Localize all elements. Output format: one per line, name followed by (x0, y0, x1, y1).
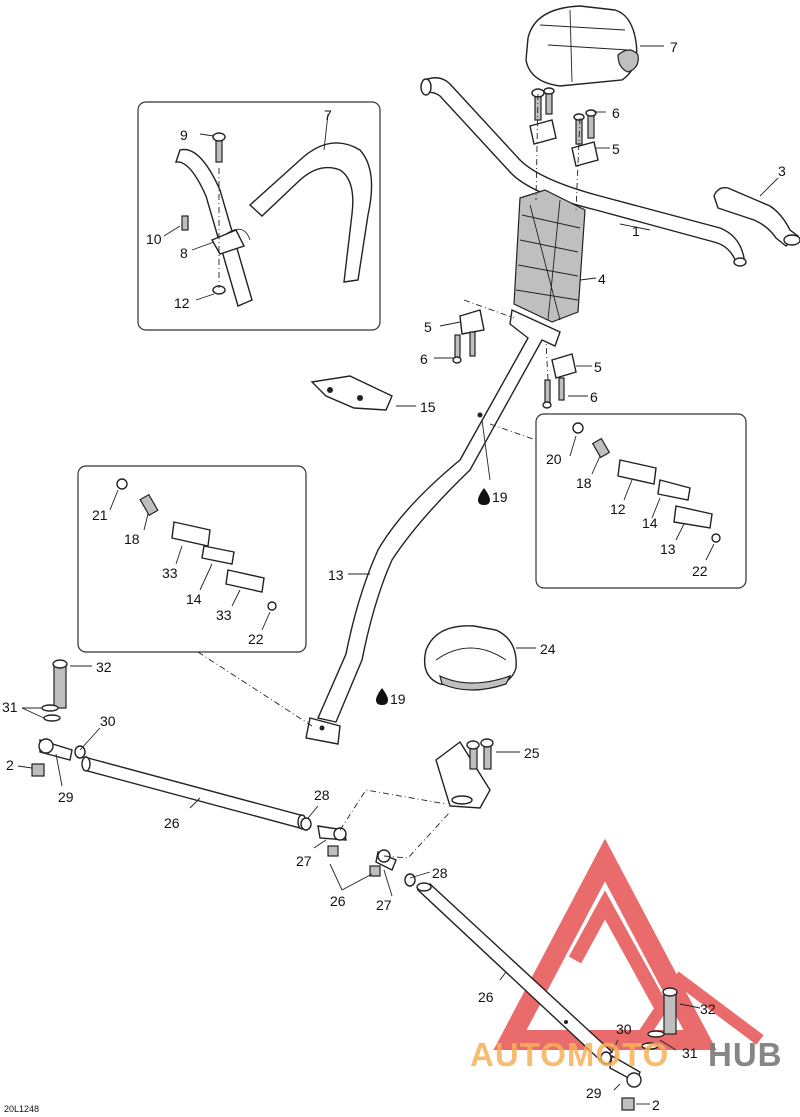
riser-block (513, 189, 586, 323)
callout-31: 31 (682, 1045, 698, 1061)
riser-clamp-lower (452, 309, 577, 409)
oil-drop-icon (478, 488, 490, 505)
callout-1: 1 (632, 223, 640, 239)
callout-10: 9 (180, 127, 188, 143)
callout-15: 14 (642, 515, 658, 531)
callout-29: 29 (586, 1085, 602, 1101)
callout-2: 2 (6, 757, 14, 773)
callout-12: 12 (174, 295, 190, 311)
tie-rod-upper (81, 756, 307, 830)
callout-14: 12 (610, 501, 626, 517)
callout-28: 28 (432, 865, 448, 881)
callout-4: 4 (598, 271, 606, 287)
callout-30: 30 (616, 1021, 632, 1037)
callout-22: 22 (248, 631, 264, 647)
callout-30: 30 (100, 713, 116, 729)
callout-18: 18 (124, 531, 140, 547)
watermark-text-left: AUTOMOTO (470, 1036, 669, 1073)
callout-24: 25 (524, 745, 540, 761)
handlebar (420, 77, 747, 267)
callout-19-upper: 19 (492, 489, 508, 505)
cover-assembly-detail (174, 132, 373, 307)
riser-clamp-upper (529, 87, 599, 167)
callout-11: 10 (146, 231, 162, 247)
callout-29: 29 (58, 789, 74, 805)
callout-26: 26 (478, 989, 494, 1005)
callout-6: 6 (590, 389, 598, 405)
callout-26: 26 (164, 815, 180, 831)
callout-13: 13 (328, 567, 344, 583)
svg-text:19: 19 (390, 691, 406, 707)
callout-28: 28 (314, 787, 330, 803)
handlebar-pad (525, 5, 639, 87)
detail-box-steering-cover (137, 101, 381, 331)
callout-leaders (17, 45, 779, 1105)
svg-text:19: 19 (492, 489, 508, 505)
callout-31: 31 (2, 699, 18, 715)
oil-drop-icon (376, 688, 388, 705)
callout-22: 22 (692, 563, 708, 579)
callout-6: 6 (420, 351, 428, 367)
detail-box-bushing-lower (77, 465, 307, 653)
callout-7: 7 (670, 39, 678, 55)
watermark-text: AUTOMOTO HUB (470, 1036, 783, 1073)
callout-5: 5 (424, 319, 432, 335)
callout-18: 18 (576, 475, 592, 491)
callout-3: 3 (778, 163, 786, 179)
callout-33: 33 (216, 607, 232, 623)
tie-rod-bracket (435, 738, 494, 809)
callout-27: 27 (296, 853, 312, 869)
callout-9: 8 (180, 245, 188, 261)
callout-6: 6 (612, 105, 620, 121)
callout-16: 14 (186, 591, 202, 607)
lower-bushing-detail (116, 478, 277, 611)
assembly-center-lines (197, 93, 581, 859)
callout-33: 33 (162, 565, 178, 581)
callout-23: 24 (540, 641, 556, 657)
watermark-text-right: HUB (708, 1036, 783, 1073)
callout-32: 32 (700, 1001, 716, 1017)
tie-rod-end-right (600, 987, 678, 1111)
drawing-code: 20L1248 (4, 1104, 39, 1114)
callout-2: 2 (652, 1097, 660, 1113)
callout-8: 7 (324, 107, 332, 123)
callout-32: 32 (96, 659, 112, 675)
upper-bushing-detail (572, 422, 721, 543)
steering-column (305, 308, 561, 745)
callout-21: 21 (92, 507, 108, 523)
steering-cover (423, 625, 517, 691)
callout-25: 26 (330, 893, 346, 909)
handlebar-grip (713, 186, 800, 247)
tie-rod-end-middle (300, 817, 416, 887)
detail-box-bushing-upper (535, 413, 747, 589)
callout-labels: 7 1 3 4 5 6 5 6 5 6 15 19 13 24 19 25 32… (2, 39, 786, 1114)
callout-27: 27 (376, 897, 392, 913)
support-plate (310, 375, 393, 411)
callout-5: 5 (594, 359, 602, 375)
tie-rod-end-left (31, 659, 86, 777)
callout-17: 15 (420, 399, 436, 415)
callout-20: 20 (546, 451, 562, 467)
callout-14: 13 (660, 541, 676, 557)
callout-5: 5 (612, 141, 620, 157)
watermark-logo (493, 838, 764, 1050)
callout-19-lower: 19 (390, 691, 406, 707)
